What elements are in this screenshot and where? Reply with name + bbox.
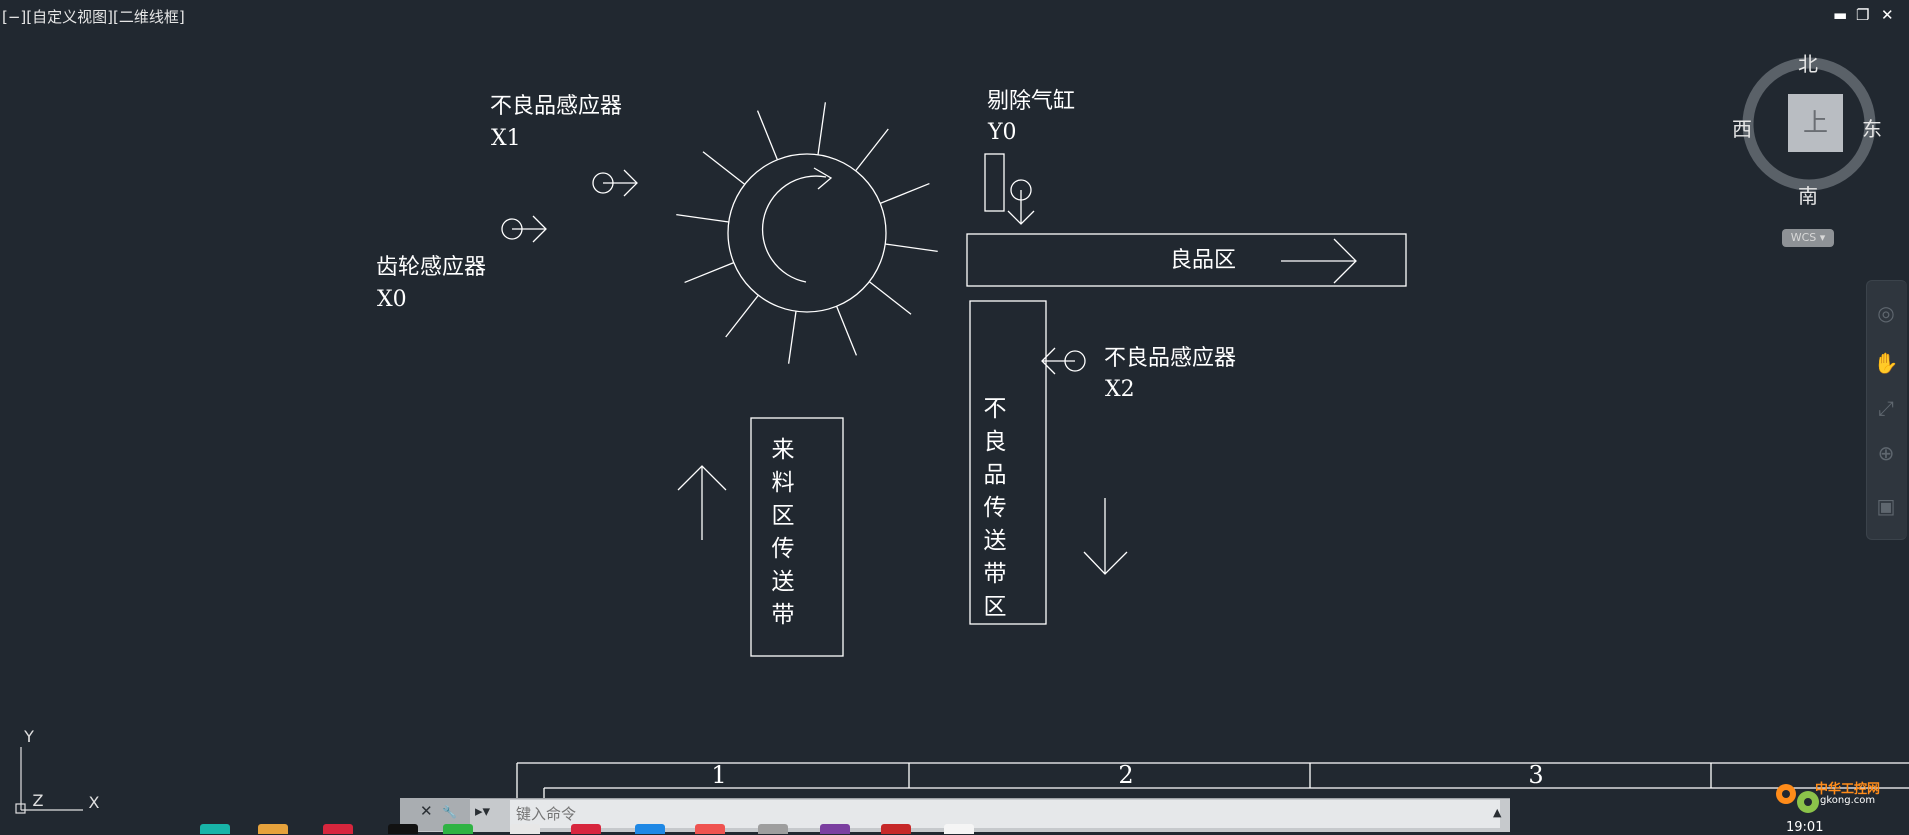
taskbar-app-icon[interactable] [881,824,911,834]
sensor-x2-icon [1041,347,1086,375]
zoom-icon[interactable]: ⤢ [1878,396,1894,420]
viewcube-ring[interactable] [1742,57,1876,191]
incoming-belt-char: 带 [771,602,795,628]
minimize-button[interactable]: ▬ [1833,6,1848,24]
reject-cylinder-name: 剔除气缸 [987,89,1076,114]
taskbar-app-icon[interactable] [820,824,850,834]
gear-ray [885,243,938,253]
incoming-belt-char: 传 [771,536,795,562]
watermark-url: gkong.com [1820,795,1876,806]
close-button[interactable]: ✕ [1881,6,1894,24]
gear-ray [880,182,930,205]
defect-belt-box [969,300,1047,625]
watermark-text: 中华工控网 [1815,782,1881,797]
viewcube-top-face[interactable]: 上 [1788,94,1843,152]
viewcube-south[interactable]: 南 [1798,184,1818,208]
incoming-up-arrow [677,465,727,540]
wcs-dropdown[interactable]: WCS ▾ [1782,229,1834,247]
good-zone-box [966,233,1407,287]
restore-button[interactable]: ❐ [1856,6,1870,24]
defect-belt-label: 不 良 品 传 送 带 区 [980,393,1010,624]
command-close-icon[interactable]: ✕ [420,802,433,820]
defect-belt-char: 传 [983,495,1007,521]
viewcube-north[interactable]: 北 [1798,52,1818,76]
defect-sensor-2-code: X2 [1105,377,1135,402]
gear-wheel-circle [727,153,887,313]
ucs-z-label: Z [33,791,44,810]
showmotion-icon[interactable]: ▣ [1876,494,1896,518]
gear-ray [835,306,858,356]
gear-ray [868,281,912,315]
gear-ray [787,311,797,364]
command-settings-icon[interactable]: 🔧 [442,805,457,819]
taskbar-app-icon[interactable] [258,824,288,834]
taskbar-app-icon[interactable] [758,824,788,834]
viewport-label[interactable]: [−][自定义视图][二维线框] [2,8,185,26]
gear-ray [756,110,779,160]
taskbar-app-icon[interactable] [388,824,418,834]
command-input[interactable] [510,800,1500,828]
viewcube-west[interactable]: 西 [1732,117,1752,141]
good-zone-arrow [1281,238,1357,284]
good-zone-label: 良品区 [1170,248,1237,273]
sensor-x1-icon [592,169,638,197]
gear-ray [684,261,734,284]
navigation-bar [1866,280,1907,540]
table-grid [516,762,1909,798]
pan-hand-icon[interactable]: ✋ [1873,351,1899,375]
defect-belt-char: 送 [983,528,1007,554]
reject-cylinder-icon [984,153,1035,225]
incoming-belt-box [750,417,844,657]
incoming-belt-char: 来 [771,437,795,463]
table-header-2: 2 [1118,761,1133,789]
ucs-x-label: X [89,793,100,812]
incoming-belt-char: 送 [771,569,795,595]
defect-sensor-2-name: 不良品感应器 [1104,346,1237,371]
defect-belt-char: 良 [983,429,1007,455]
table-header-1: 1 [711,761,726,789]
defect-belt-char: 区 [983,594,1007,620]
taskbar-clock: 19:01 [1786,820,1824,835]
gear-ray [817,102,827,155]
command-history-icon[interactable]: ▸▾ [475,802,491,820]
rotation-arc [761,175,827,283]
gear-rays [676,102,938,364]
incoming-belt-label: 来 料 区 传 送 带 [768,434,798,632]
steering-wheel-icon[interactable]: ◎ [1877,301,1895,325]
defect-belt-char: 不 [983,396,1007,422]
gear-sensor-code: X0 [377,287,407,312]
rotation-arrowhead [813,167,833,190]
incoming-belt-char: 区 [771,503,795,529]
gear-ray [676,213,729,223]
table-header-3: 3 [1528,761,1543,789]
ucs-y-label: Y [23,727,34,746]
gear-ray [702,151,746,185]
gear-ray [855,128,889,172]
defect-sensor-1-code: X1 [491,126,521,151]
taskbar-app-icon[interactable] [635,824,665,834]
taskbar-app-icon[interactable] [443,824,473,834]
taskbar-app-icon[interactable] [695,824,725,834]
taskbar-app-icon[interactable] [571,824,601,834]
incoming-belt-char: 料 [771,470,795,496]
reject-cylinder-code: Y0 [988,120,1017,145]
taskbar-app-icon[interactable] [510,824,540,834]
taskbar-app-icon[interactable] [323,824,353,834]
taskbar-app-icon[interactable] [200,824,230,834]
defect-belt-char: 带 [983,561,1007,587]
defect-down-arrow [1083,498,1128,575]
sensor-x0-icon [501,215,547,243]
gear-sensor-name: 齿轮感应器 [376,255,487,280]
taskbar-app-icon[interactable] [944,824,974,834]
orbit-icon[interactable]: ⊕ [1877,441,1895,465]
command-expand-icon[interactable]: ▲ [1493,806,1502,819]
watermark-gear-icon [1776,784,1819,813]
defect-belt-char: 品 [983,462,1007,488]
gear-ray [725,294,759,338]
ucs-icon [15,747,83,814]
viewcube-east[interactable]: 东 [1862,117,1882,141]
defect-sensor-1-name: 不良品感应器 [490,94,623,119]
